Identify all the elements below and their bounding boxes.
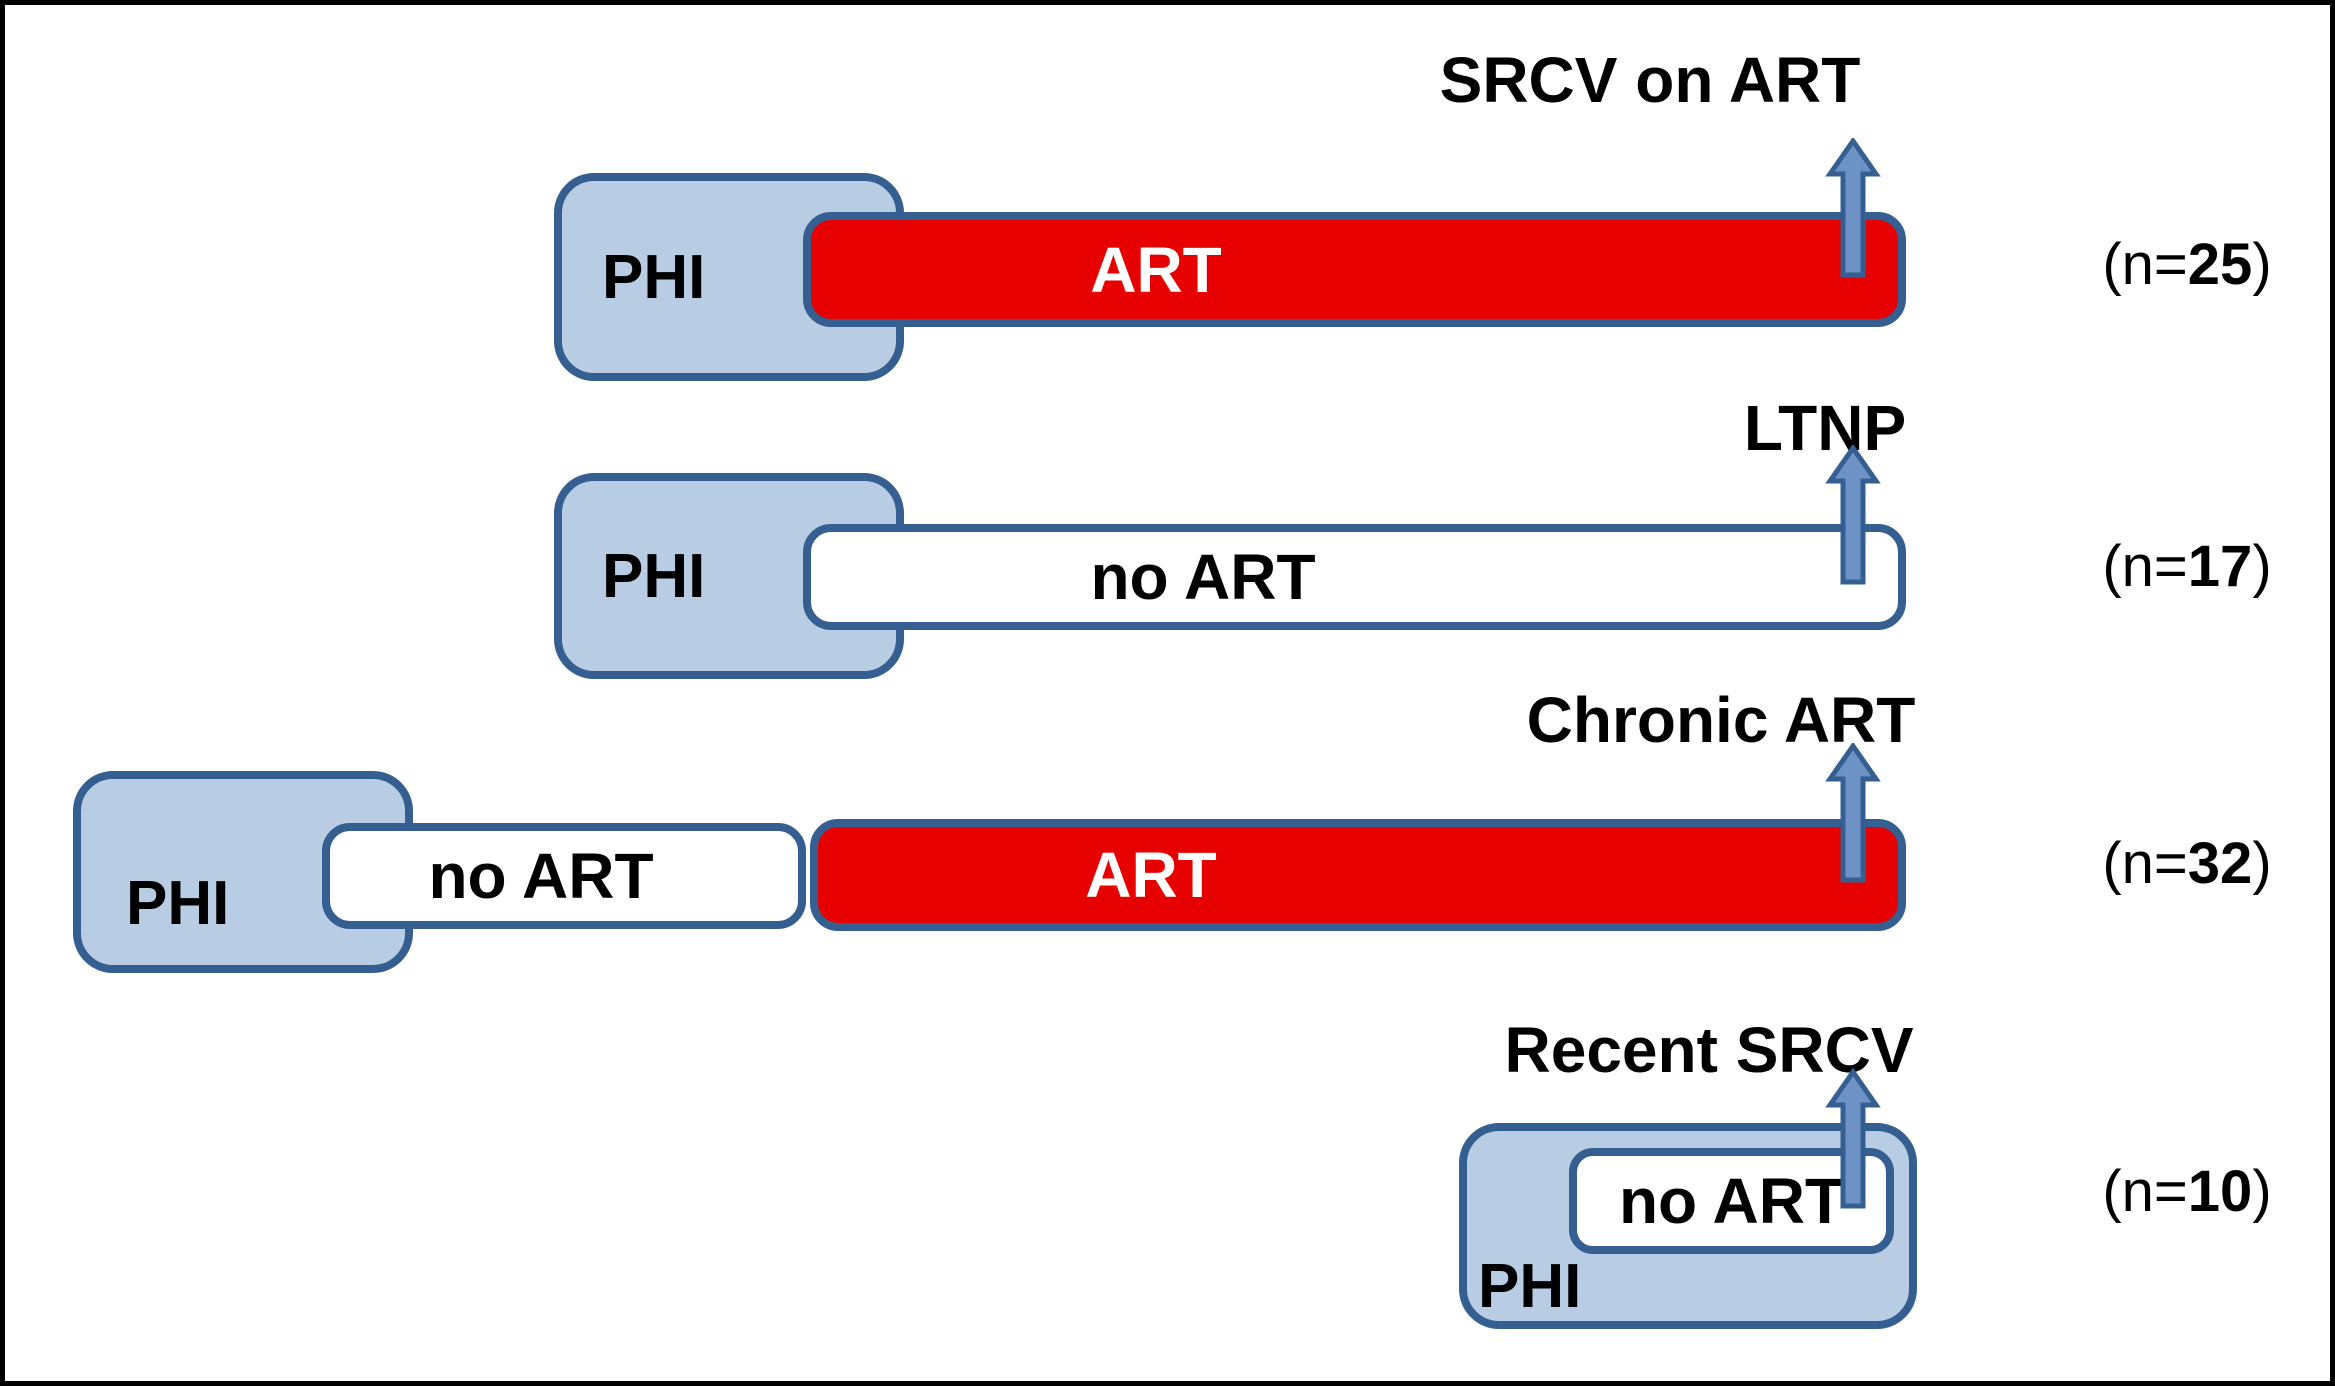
art-bar xyxy=(803,212,1906,327)
no-art-bar-label: no ART xyxy=(1569,1148,1894,1254)
n-prefix: (n= xyxy=(2102,831,2188,896)
outcome-label-recent-srcv: Recent SRCV xyxy=(1504,1014,1914,1086)
art-bar-label: ART xyxy=(956,212,1356,327)
no-art-bar-label: no ART xyxy=(341,823,741,929)
up-arrow-icon xyxy=(1825,445,1881,585)
phi-label-text: PHI xyxy=(126,868,230,938)
up-arrow-icon xyxy=(1825,138,1881,278)
n-count-label: (n=17) xyxy=(2057,533,2317,600)
n-count-label: (n=25) xyxy=(2057,231,2317,298)
phi-box xyxy=(554,473,904,679)
no-art-bar xyxy=(803,524,1906,630)
no-art-bar-label-text: no ART xyxy=(428,840,654,912)
phi-label: PHI xyxy=(126,863,229,943)
no-art-bar xyxy=(1569,1148,1894,1254)
art-bar-label-text: ART xyxy=(1085,839,1217,911)
phi-label: PHI xyxy=(602,473,705,679)
n-suffix: ) xyxy=(2252,232,2272,297)
phi-label-text: PHI xyxy=(602,242,706,312)
n-count-label: (n=10) xyxy=(2057,1158,2317,1225)
n-suffix: ) xyxy=(2252,831,2272,896)
n-suffix: ) xyxy=(2252,534,2272,599)
no-art-bar-label: no ART xyxy=(1003,524,1403,630)
n-value: 17 xyxy=(2187,534,2253,599)
art-bar-label-text: ART xyxy=(1090,233,1222,306)
n-count-label: (n=32) xyxy=(2057,830,2317,897)
phi-label-text: PHI xyxy=(1478,1251,1582,1321)
n-value: 32 xyxy=(2187,831,2253,896)
no-art-bar xyxy=(322,823,806,929)
no-art-bar-label-text: no ART xyxy=(1090,541,1316,613)
outcome-label-chronic-art: Chronic ART xyxy=(1526,684,1916,756)
n-value: 10 xyxy=(2187,1159,2253,1224)
n-prefix: (n= xyxy=(2102,1159,2188,1224)
phi-label: PHI xyxy=(1478,1250,1581,1322)
up-arrow-icon xyxy=(1825,1068,1881,1209)
art-bar-label: ART xyxy=(951,819,1351,931)
no-art-bar-label-text: no ART xyxy=(1618,1165,1845,1237)
up-arrow-icon xyxy=(1825,743,1881,883)
phi-label-text: PHI xyxy=(602,541,706,611)
phi-label: PHI xyxy=(602,173,705,381)
n-prefix: (n= xyxy=(2102,534,2188,599)
outcome-label-ltnp: LTNP xyxy=(1743,392,1907,464)
n-value: 25 xyxy=(2187,232,2253,297)
n-prefix: (n= xyxy=(2102,232,2188,297)
n-suffix: ) xyxy=(2252,1159,2272,1224)
art-bar xyxy=(810,819,1906,931)
outcome-label-srcv-on-art: SRCV on ART xyxy=(1439,44,1861,116)
